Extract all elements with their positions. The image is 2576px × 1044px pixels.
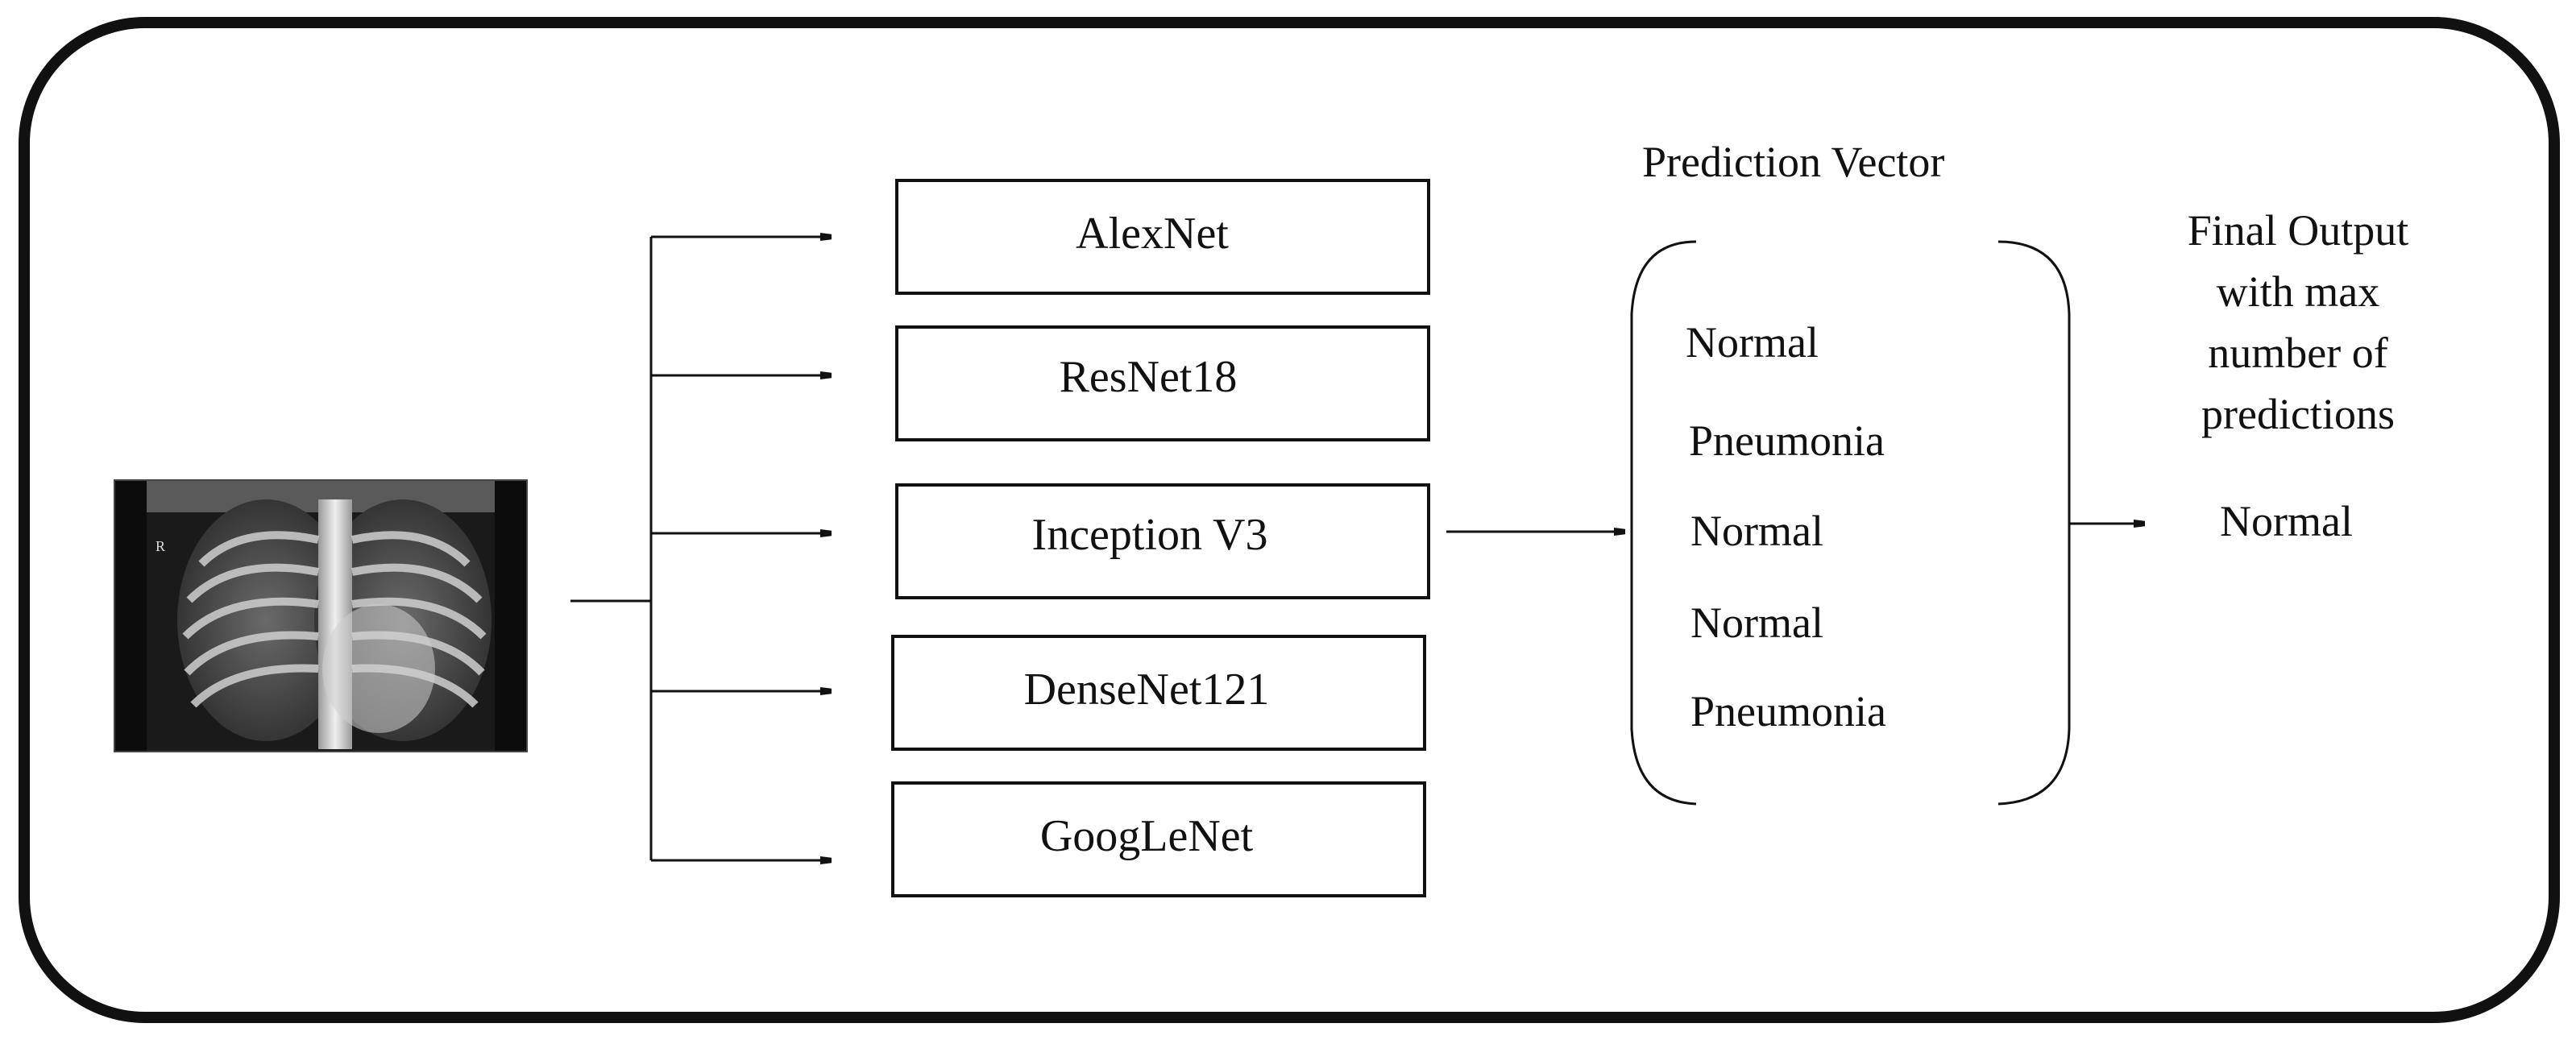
chest-xray-image — [114, 479, 528, 752]
prediction-vector-title: Prediction Vector — [1642, 138, 1945, 186]
final-output-heading-line: predictions — [2201, 390, 2395, 438]
model-label-alexnet: AlexNet — [1076, 209, 1229, 259]
model-arrows — [651, 237, 830, 860]
model-box — [891, 781, 1426, 897]
model-label-resnet18: ResNet18 — [1059, 352, 1238, 402]
vector-item: Pneumonia — [1689, 416, 1885, 465]
model-label-densenet121: DenseNet121 — [1023, 665, 1270, 715]
model-box — [895, 325, 1430, 441]
vector-item: Normal — [1686, 318, 1819, 367]
final-output-heading-line: number of — [2208, 329, 2388, 377]
model-box — [895, 483, 1430, 599]
outer-frame — [19, 17, 2560, 1023]
final-output-heading-line: with max — [2216, 267, 2380, 316]
final-output-heading-line: Final Output — [2187, 206, 2409, 255]
vector-item: Normal — [1690, 507, 1823, 555]
model-label-inception-v3: Inception V3 — [1031, 510, 1268, 560]
vector-item: Pneumonia — [1690, 687, 1886, 735]
vector-item: Normal — [1690, 599, 1823, 647]
model-box — [891, 635, 1426, 751]
vector-left-bracket — [1630, 240, 1697, 806]
model-label-googlenet: GoogLeNet — [1039, 811, 1254, 861]
model-boxes — [891, 179, 1430, 897]
model-box — [895, 179, 1430, 295]
vector-right-bracket — [1997, 240, 2071, 806]
final-output-value: Normal — [2220, 497, 2353, 545]
xray-marker: R — [156, 538, 166, 554]
branch-connectors — [570, 237, 653, 860]
